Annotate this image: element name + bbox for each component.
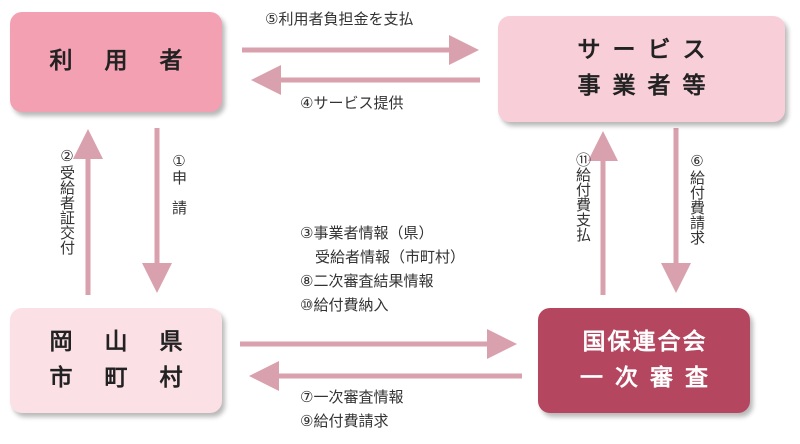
node-provider-line1: サービス [577,37,718,64]
node-pref-line1: 岡 山 県 [49,328,195,355]
label-benefit-claim: ⑥給付費請求 [688,152,706,245]
node-user: 利 用 者 [10,12,222,112]
label-benefit-payment: ⑪給付費支払 [574,152,592,242]
label-from-kokuho-2: ⑨給付費請求 [300,412,389,430]
node-prefecture-municipality: 岡 山 県 市 町 村 [10,308,222,413]
label-to-kokuho-2: 受給者情報（市町村） [300,248,466,266]
label-apply: ①申 請 [170,152,188,215]
label-pay-copay: ⑤利用者負担金を支払 [265,10,414,28]
label-issue-cert: ②受給者証交付 [58,147,76,255]
node-provider-line2: 事業者等 [577,73,718,99]
node-kokuho-line2: 一次審査 [580,364,720,391]
node-kokuho-federation: 国保連合会 一次審査 [538,308,750,413]
node-service-provider: サービス 事業者等 [498,16,785,122]
label-service: ④サービス提供 [300,94,404,112]
label-to-kokuho-3: ⑧二次審査結果情報 [300,272,434,290]
label-from-kokuho-1: ⑦一次審査情報 [300,388,404,406]
label-to-kokuho-1: ③事業者情報（県） [300,224,434,242]
node-user-label: 利 用 者 [49,48,195,75]
node-pref-line2: 市 町 村 [49,364,195,391]
node-kokuho-line1: 国保連合会 [582,328,708,355]
label-to-kokuho-4: ⑩給付費納入 [300,296,389,314]
